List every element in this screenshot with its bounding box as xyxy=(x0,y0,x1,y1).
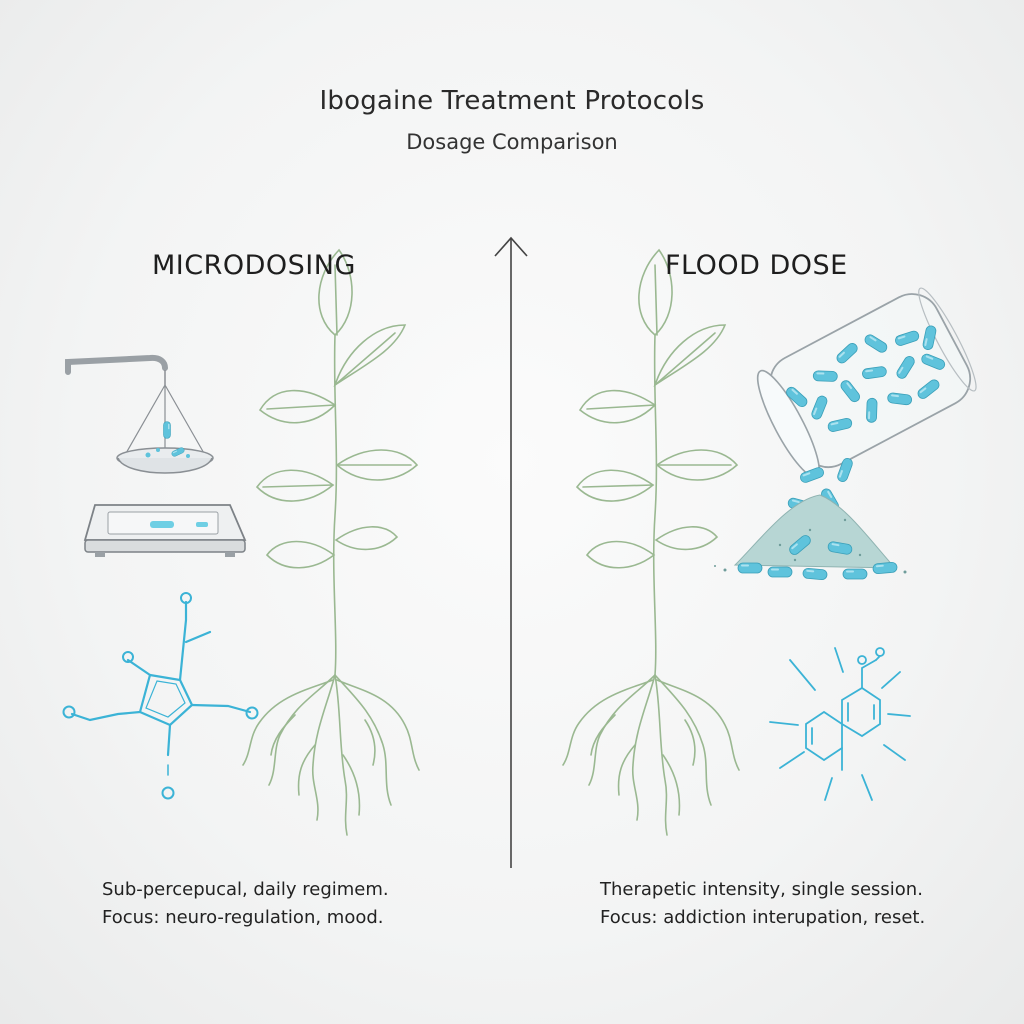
pill-jar-icon xyxy=(714,287,977,581)
axis-arrow-icon xyxy=(494,236,528,868)
description-line: Focus: neuro-regulation, mood. xyxy=(102,907,384,928)
page-title: Ibogaine Treatment Protocols xyxy=(319,86,705,116)
description-microdosing: Sub-percepucal, daily regimem. Focus: ne… xyxy=(102,876,389,932)
description-flood-dose: Therapetic intensity, single session. Fo… xyxy=(600,876,925,932)
plant-icon xyxy=(562,249,740,836)
description-line: Focus: addiction interupation, reset. xyxy=(600,907,926,928)
heading-microdosing: MICRODOSING xyxy=(152,250,356,281)
plant-icon xyxy=(242,249,420,836)
scale-icon xyxy=(65,354,247,557)
heading-flood-dose: FLOOD DOSE xyxy=(665,250,848,281)
molecule-icon xyxy=(769,647,911,801)
description-line: Therapetic intensity, single session. xyxy=(600,879,923,900)
description-line: Sub-percepucal, daily regimem. xyxy=(102,879,389,900)
page-subtitle: Dosage Comparison xyxy=(406,130,618,154)
molecule-icon xyxy=(62,592,259,800)
